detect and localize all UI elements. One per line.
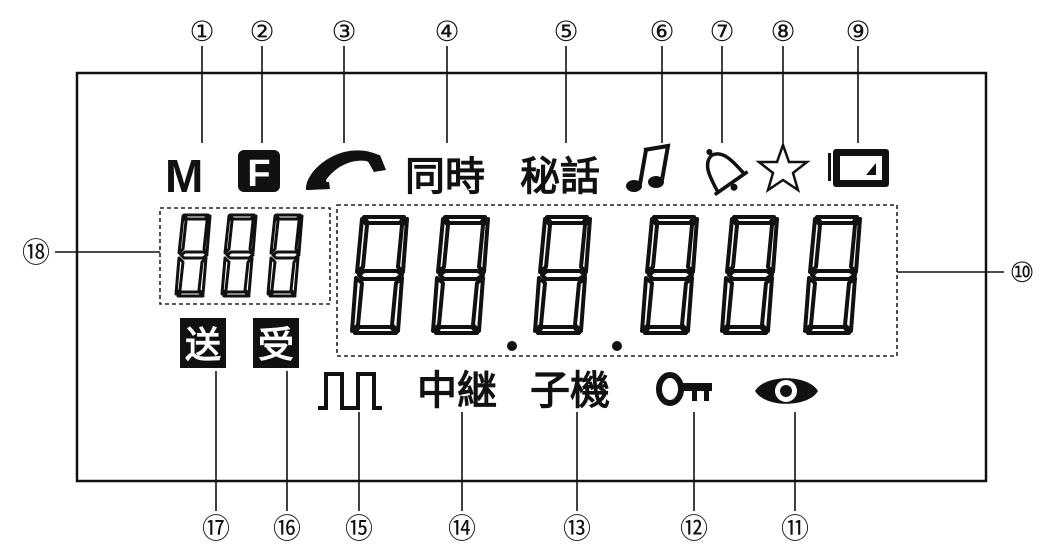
callout-16: ⑯ <box>273 512 301 545</box>
callout-10: ⑩ <box>1009 256 1034 289</box>
memory-indicator: M <box>165 150 203 202</box>
small-digit-1 <box>174 213 212 298</box>
callout-18: ⑱ <box>22 236 50 269</box>
callout-9: ⑨ <box>845 15 870 48</box>
callout-15: ⑮ <box>345 512 373 545</box>
top-callouts: ① ② ③ ④ ⑤ ⑥ ⑦ ⑧ ⑨ <box>189 15 871 143</box>
function-indicator: F <box>238 150 280 195</box>
main-digit-2 <box>431 215 490 335</box>
small-digits-box <box>159 207 331 305</box>
bell-icon <box>705 148 749 197</box>
small-digit-3 <box>266 213 304 298</box>
music-note-icon <box>626 143 671 192</box>
callout-7: ⑦ <box>709 15 734 48</box>
relay-indicator: 中継 <box>417 368 497 414</box>
callout-3: ③ <box>331 15 356 48</box>
battery-icon <box>828 149 889 187</box>
pulse-wave-icon <box>318 372 382 410</box>
receive-indicator: 受 <box>253 318 299 368</box>
bottom-callouts: ⑰ ⑯ ⑮ ⑭ ⑬ ⑫ ⑪ <box>202 371 809 545</box>
main-digits-box <box>336 204 898 357</box>
function-label: F <box>247 153 270 195</box>
star-icon <box>755 141 811 193</box>
callout-8: ⑧ <box>770 15 795 48</box>
simultaneous-indicator: 同時 <box>405 154 485 200</box>
callout-5: ⑤ <box>553 15 578 48</box>
send-indicator: 送 <box>180 318 226 368</box>
phone-handset-icon <box>305 150 386 190</box>
handset-indicator: 子機 <box>530 368 610 414</box>
main-digit-6 <box>803 215 862 335</box>
main-digits <box>350 215 862 351</box>
callout-14: ⑭ <box>448 512 476 545</box>
callout-17: ⑰ <box>202 512 230 545</box>
eye-icon <box>755 378 818 404</box>
callout-6: ⑥ <box>649 15 674 48</box>
main-digit-3 <box>533 215 592 335</box>
secret-indicator: 秘話 <box>520 154 600 200</box>
send-label: 送 <box>185 325 221 366</box>
callout-2: ② <box>249 15 274 48</box>
callout-1: ① <box>189 15 214 48</box>
small-digit-2 <box>220 213 258 298</box>
small-digits <box>174 213 304 298</box>
callout-12: ⑫ <box>680 512 708 545</box>
main-digit-1 <box>350 215 409 335</box>
receive-label: 受 <box>258 325 294 366</box>
main-digit-5 <box>720 215 779 335</box>
decimal-point-2 <box>612 341 622 351</box>
decimal-point-1 <box>507 341 517 351</box>
key-lock-icon <box>656 372 712 406</box>
callout-13: ⑬ <box>563 512 591 545</box>
lcd-frame <box>75 71 988 483</box>
callout-11: ⑪ <box>781 512 809 545</box>
main-digit-4 <box>640 215 699 335</box>
callout-4: ④ <box>434 15 459 48</box>
